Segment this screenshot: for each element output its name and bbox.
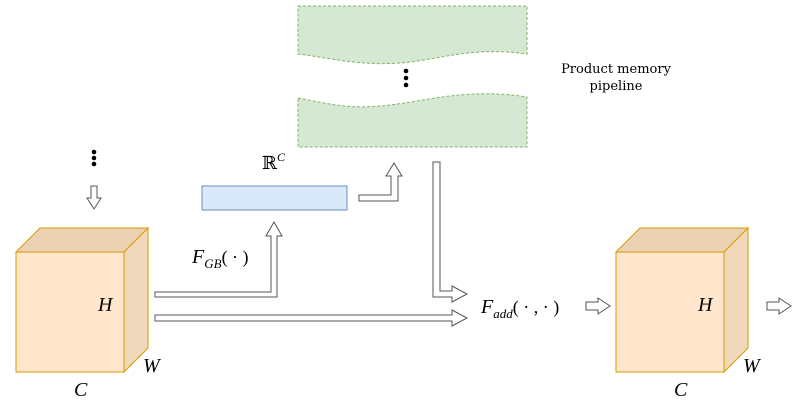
input-feature-cube — [14, 226, 150, 374]
pipeline-block-top — [297, 5, 528, 65]
input-ellipsis — [91, 149, 97, 167]
output-cube-h-label: H — [697, 294, 714, 316]
add-function-label: Fadd( · , · ) — [480, 296, 559, 321]
gb-function-label: FGB( · ) — [191, 246, 249, 271]
output-cube-c-label: C — [674, 379, 688, 401]
vector-space-label: ℝC — [262, 150, 286, 173]
input-cube-h-label: H — [97, 294, 114, 316]
output-feature-cube — [614, 226, 750, 374]
arrow-cube-to-vector — [154, 220, 283, 298]
channel-vector — [201, 185, 348, 211]
arrow-add-to-output — [585, 297, 611, 315]
pipeline-label-line2: pipeline — [590, 79, 643, 94]
pipeline-block-bottom — [297, 93, 528, 148]
arrow-into-input-cube — [86, 185, 102, 210]
output-cube-w-label: W — [743, 355, 762, 377]
pipeline-ellipsis — [403, 68, 409, 88]
pipeline-label-line1: Product memory — [561, 62, 672, 77]
input-cube-w-label: W — [143, 355, 162, 377]
input-cube-c-label: C — [74, 379, 88, 401]
arrow-vector-to-pipeline — [358, 162, 403, 202]
arrow-pipeline-to-add — [432, 161, 469, 303]
arrow-cube-to-add — [154, 309, 469, 327]
arrow-output-onward — [766, 297, 792, 315]
